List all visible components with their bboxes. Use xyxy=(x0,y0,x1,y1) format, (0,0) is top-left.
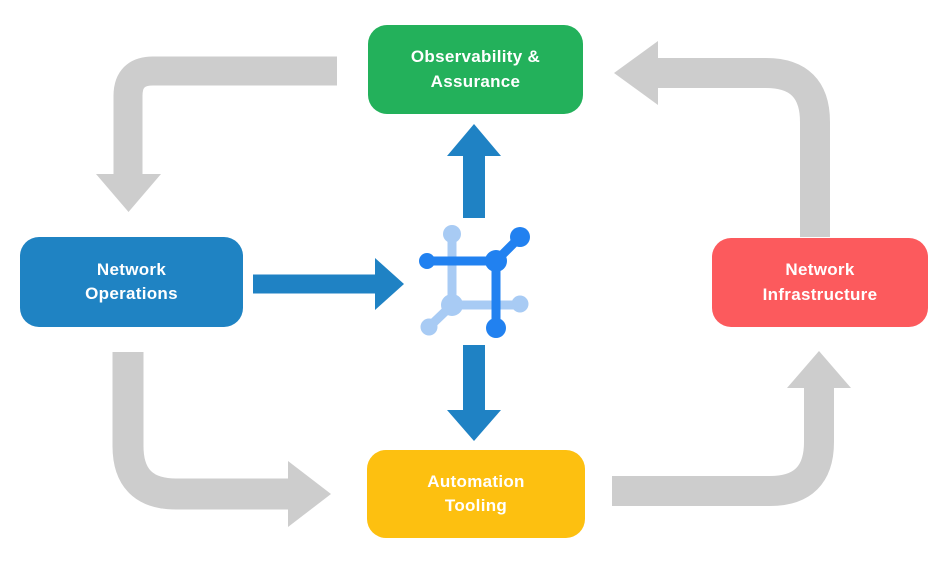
arrow-shaft xyxy=(112,352,290,510)
arrowhead-up xyxy=(447,124,501,156)
arrow-automation-to-infrastructure xyxy=(612,351,851,506)
node-automation-box xyxy=(367,450,585,538)
arrowhead-right xyxy=(375,258,404,310)
arrow-operations-to-automation xyxy=(112,352,331,527)
arrow-operations-to-core xyxy=(253,258,404,310)
arrow-observability-to-operations xyxy=(96,56,337,212)
arrow-core-to-observability xyxy=(447,124,501,218)
arrowhead-right xyxy=(288,461,331,527)
arrowhead-left xyxy=(614,41,658,105)
node-operations-box xyxy=(20,237,243,327)
arrow-infrastructure-to-observability xyxy=(614,41,830,237)
network-core-icon xyxy=(419,225,530,338)
arrowhead-down xyxy=(96,174,161,212)
network-core-icon-light-parts xyxy=(420,225,529,336)
node-observability-box xyxy=(368,25,583,114)
arrowhead-down xyxy=(447,410,501,441)
arrow-core-to-automation xyxy=(447,345,501,441)
node-infrastructure-box xyxy=(712,238,928,327)
network-core-icon-dark-parts xyxy=(419,227,530,338)
arrowhead-up xyxy=(787,351,851,388)
arrow-shaft xyxy=(612,386,834,506)
arrow-shaft xyxy=(113,56,337,176)
arrow-shaft xyxy=(657,58,830,237)
